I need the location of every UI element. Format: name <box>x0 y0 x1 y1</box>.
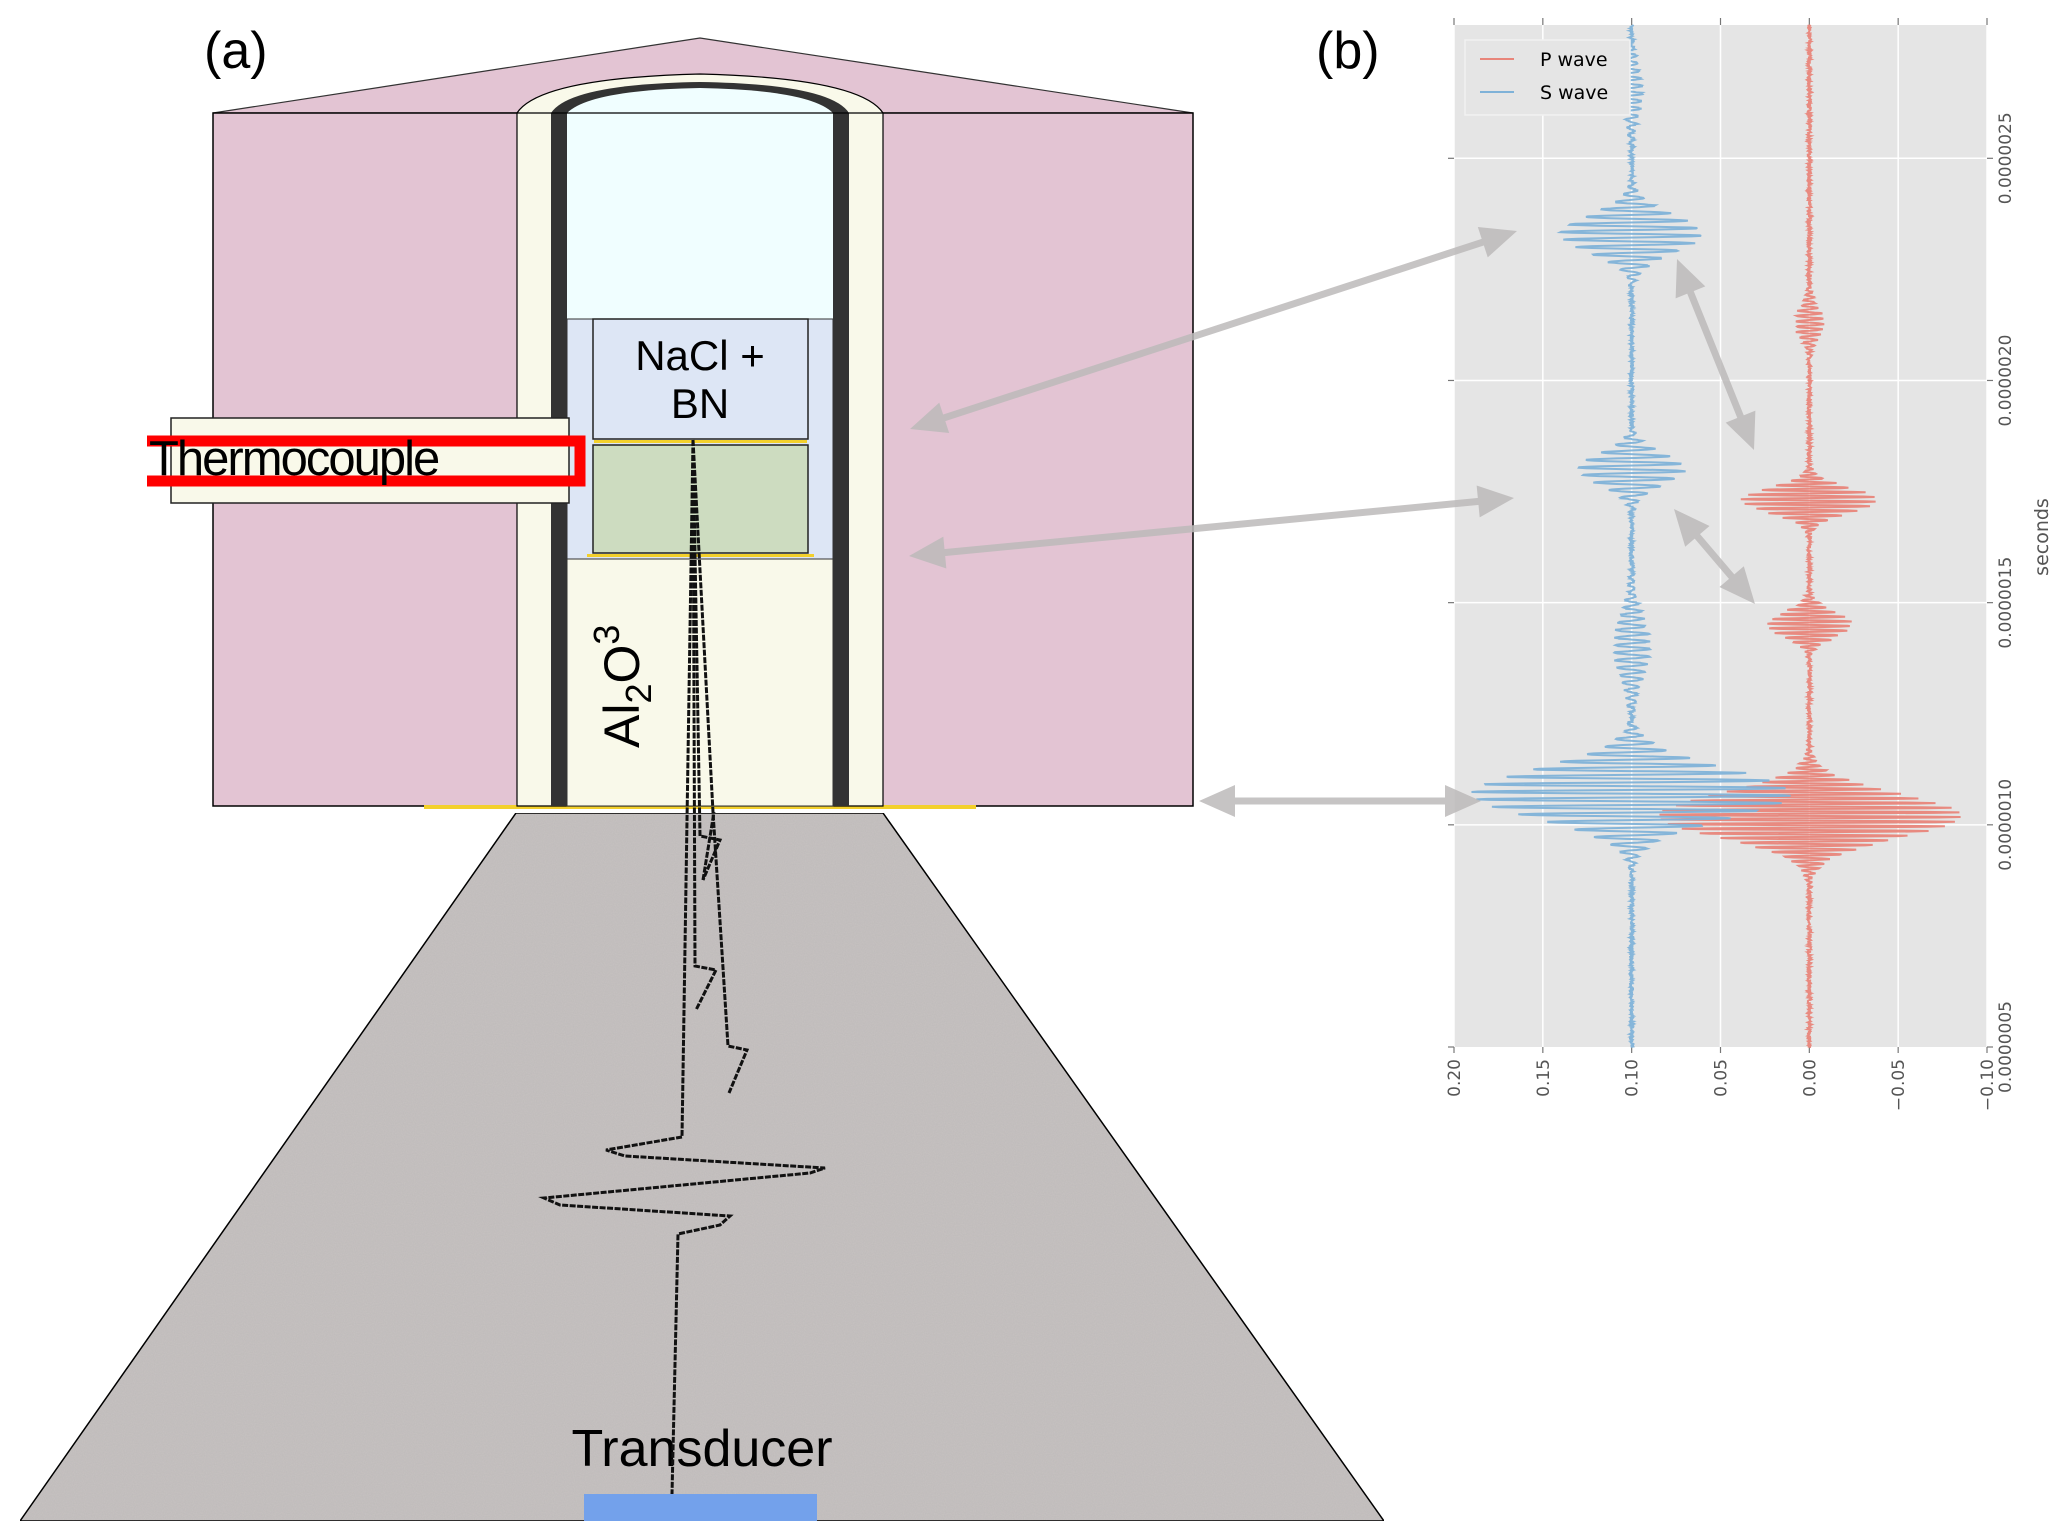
thermocouple-wire <box>147 435 586 487</box>
alumina-label-sup3: 3 <box>586 625 627 645</box>
gold-foil-top <box>594 440 807 443</box>
x-tick-label: 0.00 <box>1800 1059 1820 1097</box>
anvil <box>18 812 1386 1522</box>
x-tick-label: 0.20 <box>1445 1059 1465 1097</box>
nacl-label: NaCl + <box>635 332 765 379</box>
connector-arrows <box>909 226 1756 817</box>
arrow-shaft <box>1690 528 1739 585</box>
gold-foil-bottom <box>424 805 976 809</box>
connector-arrow <box>910 226 1517 434</box>
ray-path-direct <box>680 439 695 1138</box>
arrow-shaft <box>1684 284 1747 425</box>
y-tick-label: 0.0000025 <box>1996 112 2016 204</box>
x-axis-ticks: 0.20 0.15 0.10 0.05 0.00 −0.05 −0.10 <box>1445 18 1998 1111</box>
legend: P wave S wave <box>1464 39 1631 116</box>
y-axis-label: seconds <box>2031 498 2053 576</box>
arrow-shaft <box>936 236 1491 424</box>
arrow-shaft <box>937 497 1486 557</box>
y-tick-label: 0.0000015 <box>1996 557 2016 649</box>
panel-a: (a) Transducer NaCl + BN A <box>18 22 1386 1522</box>
ray-path-reflect-2 <box>691 439 719 1011</box>
legend-label-s-wave: S wave <box>1540 82 1608 104</box>
panel-b: (b) 0.20 0.15 0.10 0.05 0.00 −0.05 −0.10 0.000… <box>1316 18 2053 1111</box>
svg-text:Al2O3: Al2O3 <box>586 625 659 748</box>
connector-arrow <box>1675 259 1756 450</box>
series-line-s-wave <box>1471 24 1791 1048</box>
thermocouple-sheath <box>170 417 570 504</box>
arrow-head <box>1199 785 1235 817</box>
x-tick-label: 0.05 <box>1712 1059 1732 1097</box>
arrow-head <box>1477 226 1517 258</box>
x-tick-label: 0.15 <box>1534 1059 1554 1097</box>
legend-label-p-wave: P wave <box>1540 49 1608 71</box>
arrow-head <box>1675 259 1706 299</box>
transducer-label: Transducer <box>571 1420 832 1478</box>
panel-b-label: (b) <box>1316 22 1380 80</box>
ray-paths <box>538 439 826 1495</box>
legend-box <box>1464 39 1631 116</box>
y-tick-label: 0.0000020 <box>1996 335 2016 427</box>
connector-arrow <box>909 485 1514 569</box>
series-group <box>1471 24 1961 1048</box>
arrow-head <box>909 536 947 569</box>
nacl-bn-block <box>592 318 809 440</box>
y-tick-label: 0.0000005 <box>1996 1001 2016 1093</box>
x-tick-label: 0.10 <box>1623 1059 1643 1097</box>
x-tick-label: −0.10 <box>1978 1059 1998 1111</box>
transducer-element <box>584 1494 817 1521</box>
alumina-label-o: O <box>594 645 650 684</box>
x-tick-label: −0.05 <box>1889 1059 1909 1111</box>
arrow-head <box>1476 485 1514 518</box>
arrow-head <box>1674 509 1710 547</box>
ray-path-reflect-3 <box>691 439 750 1094</box>
alumina-label-al: Al <box>594 704 650 748</box>
arrow-head <box>1445 785 1481 817</box>
y-tick-label: 0.0000010 <box>1996 779 2016 871</box>
arrow-head <box>1719 566 1755 604</box>
thermocouple-label: Thermocouple <box>149 432 439 486</box>
arrow-head <box>1725 410 1756 450</box>
arrow-head <box>910 402 950 434</box>
alumina-label: Al2O3 <box>586 625 659 748</box>
bn-label: BN <box>671 380 729 427</box>
alumina-label-sub2: 2 <box>618 684 659 704</box>
y-axis-ticks: 0.0000005 0.0000010 0.0000015 0.0000020 0.00… <box>1448 112 2016 1093</box>
panel-a-label: (a) <box>204 22 268 80</box>
sample <box>592 444 809 554</box>
transducer-signal <box>538 1135 826 1495</box>
ray-path-reflect-1b <box>701 811 716 881</box>
connector-arrow <box>1674 509 1755 604</box>
connector-arrow <box>1199 785 1481 817</box>
series-line-p-wave <box>1659 24 1961 1048</box>
